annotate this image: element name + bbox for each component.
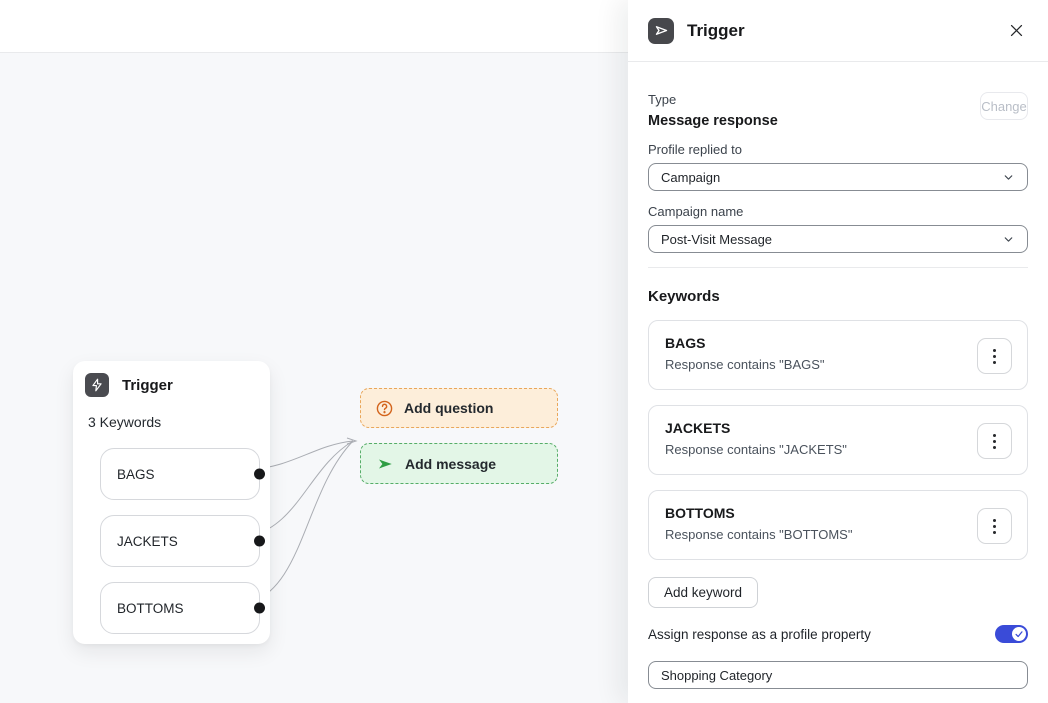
- keyword-card-bags: BAGS Response contains "BAGS": [648, 320, 1028, 390]
- add-question-label: Add question: [404, 400, 494, 416]
- trigger-node-card[interactable]: Trigger 3 Keywords BAGS JACKETS BOTTOMS: [73, 361, 270, 644]
- keyword-card-description: Response contains "BAGS": [665, 357, 825, 372]
- chevron-down-icon: [1002, 171, 1015, 184]
- keyword-pill-label: JACKETS: [117, 533, 178, 549]
- keyword-card-title: JACKETS: [665, 420, 731, 436]
- keyword-card-title: BOTTOMS: [665, 505, 735, 521]
- change-type-button[interactable]: Change: [980, 92, 1028, 120]
- chevron-down-icon: [1002, 233, 1015, 246]
- type-label: Type: [648, 92, 677, 107]
- flow-canvas[interactable]: Trigger 3 Keywords BAGS JACKETS BOTTOMS …: [0, 0, 628, 703]
- section-divider: [648, 267, 1028, 268]
- profile-replied-to-field: Profile replied to Campaign: [648, 142, 1028, 191]
- add-question-button[interactable]: Add question: [360, 388, 558, 428]
- trigger-settings-panel: Trigger Type Message response Change Pro…: [628, 0, 1048, 703]
- trigger-node-title: Trigger: [122, 376, 173, 394]
- kebab-menu-icon[interactable]: [977, 508, 1012, 544]
- trigger-node-header: Trigger: [85, 373, 258, 397]
- profile-replied-to-select[interactable]: Campaign: [648, 163, 1028, 191]
- question-circle-icon: [376, 400, 393, 417]
- panel-body: Type Message response Change Profile rep…: [628, 62, 1048, 689]
- keyword-pill-list: BAGS JACKETS BOTTOMS: [100, 448, 265, 634]
- property-name-value: Shopping Category: [661, 667, 773, 683]
- connector-dot: [254, 535, 265, 547]
- trigger-send-icon: [648, 17, 674, 44]
- add-keyword-button[interactable]: Add keyword: [648, 577, 759, 608]
- lightning-icon: [85, 373, 109, 397]
- profile-property-toggle-row: Assign response as a profile property: [648, 625, 1028, 643]
- toggle-check-icon: [1012, 627, 1026, 641]
- profile-replied-to-label: Profile replied to: [648, 142, 742, 157]
- send-arrow-icon: [376, 455, 394, 473]
- add-message-label: Add message: [405, 455, 497, 472]
- keyword-card-bottoms: BOTTOMS Response contains "BOTTOMS": [648, 490, 1028, 560]
- keyword-card-jackets: JACKETS Response contains "JACKETS": [648, 405, 1028, 475]
- profile-property-toggle[interactable]: [995, 625, 1028, 643]
- panel-header: Trigger: [628, 0, 1048, 62]
- profile-replied-to-value: Campaign: [661, 169, 721, 185]
- keyword-pill-label: BAGS: [117, 466, 155, 482]
- keywords-heading: Keywords: [648, 288, 720, 305]
- keyword-pill-bags[interactable]: BAGS: [100, 448, 265, 500]
- type-section: Type Message response Change: [648, 92, 1028, 129]
- keyword-card-title: BAGS: [665, 335, 706, 351]
- property-name-group: Shopping Category: [648, 661, 1028, 689]
- keyword-card-description: Response contains "JACKETS": [665, 442, 847, 457]
- property-name-input[interactable]: Shopping Category: [648, 661, 1028, 689]
- keyword-pill-label: BOTTOMS: [117, 600, 184, 616]
- top-bar: [0, 0, 628, 53]
- keyword-pill-bottoms[interactable]: BOTTOMS: [100, 582, 265, 634]
- connector-dot: [254, 602, 265, 614]
- campaign-name-label: Campaign name: [648, 204, 744, 219]
- type-value: Message response: [648, 113, 778, 129]
- kebab-menu-icon[interactable]: [977, 423, 1012, 459]
- connector-dot: [254, 468, 265, 480]
- kebab-menu-icon[interactable]: [977, 338, 1012, 374]
- keyword-count: 3 Keywords: [88, 414, 162, 430]
- close-icon[interactable]: [1004, 19, 1028, 43]
- campaign-name-field: Campaign name Post-Visit Message: [648, 204, 1028, 253]
- campaign-name-value: Post-Visit Message: [661, 231, 773, 247]
- campaign-name-select[interactable]: Post-Visit Message: [648, 225, 1028, 253]
- keyword-card-description: Response contains "BOTTOMS": [665, 527, 853, 542]
- panel-title: Trigger: [687, 20, 745, 40]
- keyword-pill-jackets[interactable]: JACKETS: [100, 515, 265, 567]
- profile-property-label: Assign response as a profile property: [648, 626, 871, 642]
- add-message-button[interactable]: Add message: [360, 443, 558, 484]
